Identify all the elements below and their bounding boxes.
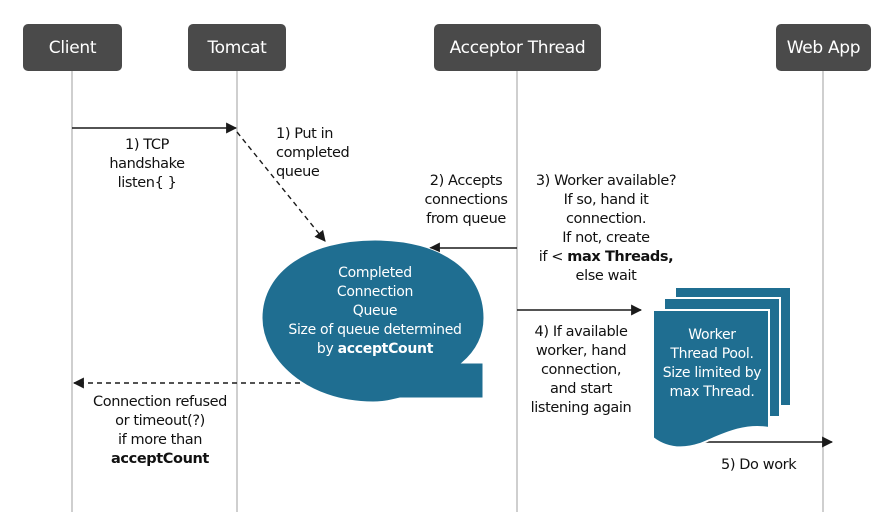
tomcat-actor-box: Tomcat xyxy=(188,24,286,71)
client-actor-box: Client xyxy=(23,24,122,71)
completed-connection-queue-shape xyxy=(261,239,485,403)
put-in-queue-label: 1) Put in completed queue xyxy=(276,126,350,180)
do-work-label: 5) Do work xyxy=(721,457,797,473)
acceptor-thread-actor-box: Acceptor Thread xyxy=(434,24,601,71)
accepts-connections-label: 2) Accepts connections from queue xyxy=(424,173,508,227)
worker-available-label: 3) Worker available? If so, hand it conn… xyxy=(535,173,677,284)
client-actor-label: Client xyxy=(48,37,97,58)
tcp-handshake-label: 1) TCP handshake listen{ } xyxy=(109,137,185,191)
worker-pool-front-page xyxy=(652,309,770,449)
connection-refused-label: Connection refused or timeout(?) if more… xyxy=(93,394,227,467)
completed-queue-text: Completed Connection Queue Size of queue… xyxy=(288,265,462,357)
worker-thread-pool-text: Worker Thread Pool. Size limited by max … xyxy=(662,327,762,400)
web-app-actor-box: Web App xyxy=(776,24,871,71)
acceptor-thread-actor-label: Acceptor Thread xyxy=(449,37,586,58)
if-available-worker-label: 4) If available worker, hand connection,… xyxy=(530,324,632,416)
web-app-actor-label: Web App xyxy=(786,37,861,58)
tomcat-actor-label: Tomcat xyxy=(207,37,267,58)
